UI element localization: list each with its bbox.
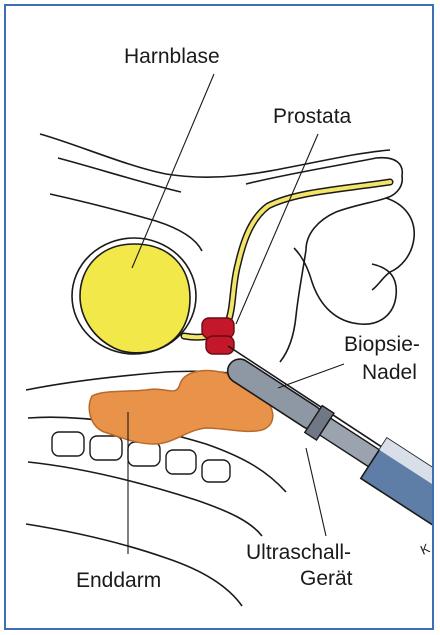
label-needle-line1: Biopsie- <box>344 334 420 355</box>
scrotum-outline <box>294 248 396 324</box>
perineum-contour <box>280 250 306 362</box>
back-contour <box>26 524 242 606</box>
upper-contour-inner <box>58 158 181 192</box>
abdomen-contour <box>50 194 202 251</box>
prostate-shape <box>202 318 234 354</box>
anatomy-illustration <box>6 6 432 628</box>
leader-ultrasound <box>306 448 326 536</box>
upper-contour-line <box>40 134 390 177</box>
label-ultrasound-line2: Gerät <box>300 568 353 589</box>
leader-needle <box>278 364 344 388</box>
vertebra <box>166 450 196 474</box>
vertebra <box>52 432 84 456</box>
label-rectum: Enddarm <box>76 570 161 591</box>
figure-frame: Harnblase Prostata Biopsie- Nadel Ultras… <box>4 4 434 630</box>
vertebra <box>90 436 122 460</box>
vertebra <box>128 442 160 466</box>
vertebra <box>202 460 230 482</box>
label-prostate: Prostata <box>273 106 351 127</box>
label-bladder: Harnblase <box>124 46 220 67</box>
leader-bladder <box>132 74 214 268</box>
label-ultrasound-line1: Ultraschall- <box>246 542 351 563</box>
body-contours <box>26 134 414 606</box>
label-needle-line2: Nadel <box>362 362 417 383</box>
